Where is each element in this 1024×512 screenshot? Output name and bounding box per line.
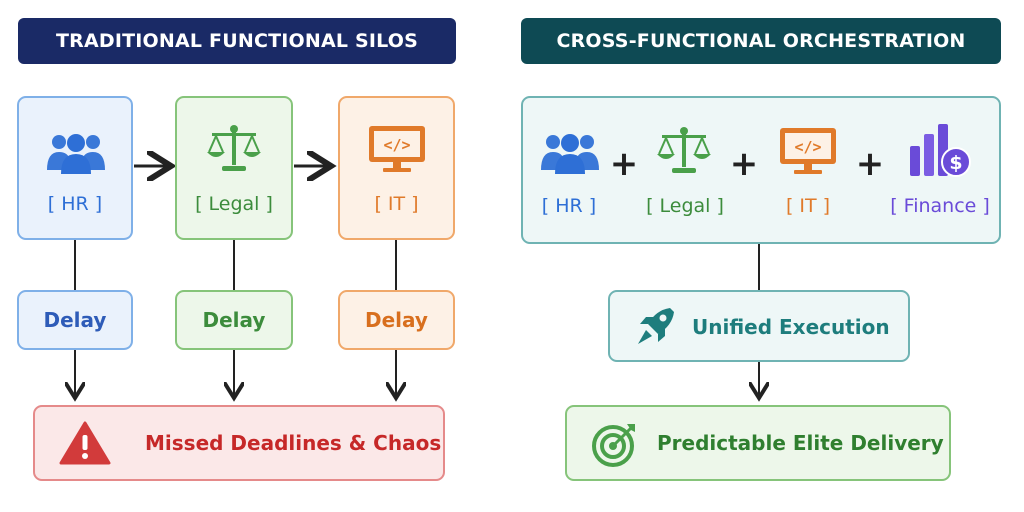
elite-delivery-label: Predictable Elite Delivery (657, 431, 944, 455)
right-finance-label: [ Finance ] (890, 195, 990, 217)
hr-card: [ HR ] (17, 96, 133, 240)
warning-icon (59, 421, 111, 465)
code-monitor-icon: </> (369, 126, 425, 172)
left-title-banner: TRADITIONAL FUNCTIONAL SILOS (18, 18, 456, 64)
right-legal-label: [ Legal ] (646, 195, 724, 217)
right-hr-label: [ HR ] (541, 195, 597, 217)
it-label: [ IT ] (374, 193, 419, 215)
svg-text:$: $ (949, 152, 962, 174)
right-it-label: [ IT ] (785, 195, 831, 217)
finance-chart-icon: $ (910, 124, 971, 177)
delay-legal: Delay (175, 290, 293, 350)
delay-hr: Delay (17, 290, 133, 350)
people-icon (541, 134, 599, 174)
hr-label: [ HR ] (47, 193, 103, 215)
scales-icon (657, 127, 711, 173)
it-card: </> [ IT ] (338, 96, 455, 240)
missed-deadlines-box: Missed Deadlines & Chaos (33, 405, 445, 481)
scales-icon (207, 125, 261, 171)
right-title: CROSS-FUNCTIONAL ORCHESTRATION (556, 30, 966, 52)
elite-delivery-box: Predictable Elite Delivery (565, 405, 951, 481)
code-monitor-icon: </> (780, 128, 836, 174)
rocket-icon (638, 308, 674, 344)
plus-sign-2: + (729, 144, 759, 184)
missed-deadlines-label: Missed Deadlines & Chaos (145, 431, 442, 455)
svg-text:</>: </> (794, 138, 821, 156)
right-title-banner: CROSS-FUNCTIONAL ORCHESTRATION (521, 18, 1001, 64)
plus-sign-1: + (609, 144, 639, 184)
unified-execution-label: Unified Execution (692, 315, 890, 339)
target-icon (592, 424, 635, 467)
delay-it: Delay (338, 290, 455, 350)
legal-card: [ Legal ] (175, 96, 293, 240)
unified-execution-box: Unified Execution (608, 290, 910, 362)
svg-text:</>: </> (383, 136, 410, 154)
orchestration-panel: [ HR ] + [ Legal ] + </> [ IT ] + $ [ Fi… (521, 96, 1001, 244)
plus-sign-3: + (855, 144, 885, 184)
people-icon (47, 134, 105, 174)
left-title: TRADITIONAL FUNCTIONAL SILOS (55, 30, 419, 52)
legal-label: [ Legal ] (195, 193, 273, 215)
